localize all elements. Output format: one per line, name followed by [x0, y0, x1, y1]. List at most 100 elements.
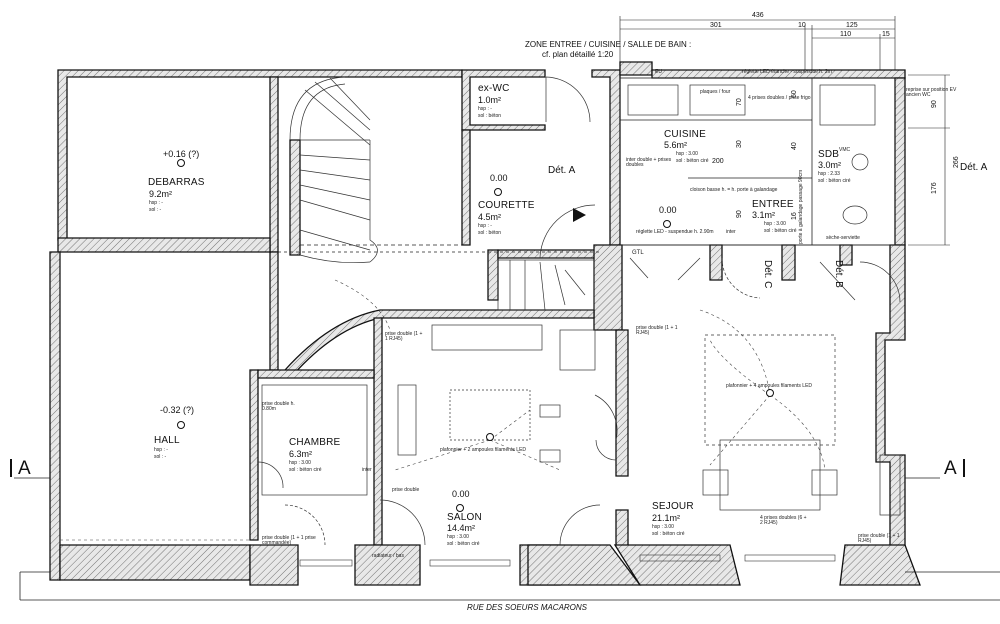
eu-label: EU [655, 69, 662, 75]
street-name: RUE DES SOEURS MACARONS [467, 603, 588, 612]
salon-level: 0.00 [452, 489, 470, 499]
chambre-area: 6.3m² [289, 449, 313, 459]
walls [49, 61, 921, 586]
prise-salon-label: prise double (1 + 1 RJ45) [385, 331, 423, 342]
salon-sol: sol : béton ciré [447, 541, 480, 547]
plaques-label: plaques / four [700, 89, 731, 95]
cuisine-area: 5.6m² [664, 140, 688, 150]
entree-name: ENTREE [752, 199, 794, 210]
debarras-hsp: hsp : - [149, 200, 163, 206]
salon-name: SALON [447, 512, 482, 523]
hall-sol: sol : - [154, 454, 167, 460]
plafonnier-sejour-label: plafonnier + 4 ampoules filaments LED [726, 383, 813, 389]
courette-area: 4.5m² [478, 212, 502, 222]
dim-90: 90 [931, 100, 938, 108]
inter-chambre: inter [362, 467, 372, 473]
debarras-level: +0.16 (?) [163, 149, 200, 159]
det-a-right-label: Dét. A [960, 162, 988, 173]
det-c-label: Dét. C [762, 260, 773, 289]
debarras-sol: sol : - [149, 207, 162, 213]
zone-title: ZONE ENTREE / CUISINE / SALLE DE BAIN : [525, 40, 692, 49]
dim-301: 301 [710, 22, 722, 29]
chambre-sol: sol : béton ciré [289, 467, 322, 473]
reglette-led-label: réglette LED - suspendue h. 2.90m [636, 229, 714, 235]
dim-30: 30 [736, 140, 743, 148]
dim-15: 15 [882, 31, 890, 38]
hall-level: -0.32 (?) [160, 405, 195, 415]
exwc-area: 1.0m² [478, 95, 502, 105]
electrical-lines [60, 279, 826, 541]
sejour-area: 21.1m² [652, 513, 681, 523]
prise-chambre-label: prise double h. 0.80m [262, 401, 295, 412]
gtl-label: GTL [632, 250, 644, 256]
exwc-hsp: hsp : - [478, 106, 492, 112]
porte-galandage: porte à galandage passage 90cm [798, 169, 804, 244]
salon-hsp: hsp : 3.00 [447, 534, 469, 540]
det-a-label: Dét. A [548, 165, 576, 176]
section-a-right: A [944, 459, 965, 478]
radiateur-label: radiateur / bas [372, 553, 404, 559]
courette-hsp: hsp : - [478, 223, 492, 229]
dim-70: 70 [736, 98, 743, 106]
cuisine-hsp: hsp : 3.00 [676, 151, 698, 157]
courette-level: 0.00 [490, 173, 508, 183]
dim-110: 110 [840, 31, 852, 38]
dim-16: 16 [791, 212, 798, 220]
prise-double-a: prise double [392, 487, 420, 493]
sejour-hsp: hsp : 3.00 [652, 524, 674, 530]
courette-sol: sol : béton [478, 230, 502, 236]
exwc-sol: sol : béton [478, 113, 502, 119]
sdb-name: SDB [818, 149, 840, 160]
entree-sol: sol : béton ciré [764, 228, 797, 234]
prises-frigo-label: 4 prises doubles / prise frigo [748, 95, 811, 101]
plafonnier-salon-label: plafonnier + 2 ampoules filaments LED [440, 447, 527, 453]
exwc-name: ex-WC [478, 83, 510, 94]
section-a-left: A [10, 459, 31, 478]
inter-entree: inter [726, 229, 736, 235]
entree-area: 3.1m² [752, 210, 776, 220]
dim-40: 40 [791, 142, 798, 150]
level-markers [177, 159, 774, 512]
entree-level: 0.00 [659, 205, 677, 215]
zone-subtitle: cf. plan détaillé 1:20 [542, 50, 614, 59]
reprise-label: reprise sur position EV ancien WC [906, 87, 957, 98]
sdb-area: 3.0m² [818, 160, 842, 170]
cloison-label: cloison basse h. = h. porte à galandage [690, 187, 778, 193]
sdb-sol: sol : béton ciré [818, 178, 851, 184]
dim-200: 200 [712, 158, 724, 165]
furniture [261, 84, 901, 516]
debarras-area: 9.2m² [149, 189, 173, 199]
vmc-label: VMC [839, 147, 851, 153]
prise-sejour-label: prise double (1 + 1 RJ45) [636, 325, 678, 336]
prise-double-c: prise double (1 + 1 RJ45) [858, 533, 900, 544]
entry-arrow [573, 208, 586, 222]
partitions [14, 77, 1000, 601]
top-dimensions [619, 16, 950, 246]
hall-hsp: hsp : - [154, 447, 168, 453]
dim-10: 10 [798, 22, 806, 29]
radiators [299, 554, 836, 567]
chambre-hsp: hsp : 3.00 [289, 460, 311, 466]
reglette-top: réglette LED étanche - suspendue h. 2m [742, 69, 832, 75]
det-b-label: Dét. B [833, 260, 844, 288]
debarras-name: DEBARRAS [148, 177, 205, 188]
entree-hsp: hsp : 3.00 [764, 221, 786, 227]
cuisine-sol: sol : béton ciré [676, 158, 709, 164]
dim-total: 436 [752, 12, 764, 19]
sejour-name: SEJOUR [652, 501, 694, 512]
dim-176: 176 [931, 182, 938, 194]
hall-name: HALL [154, 435, 180, 446]
sdb-hsp: hsp : 2.33 [818, 171, 840, 177]
quatre-prises-label: 4 prises doubles (6 + 2 RJ45) [760, 515, 807, 526]
cuisine-name: CUISINE [664, 129, 706, 140]
salon-area: 14.4m² [447, 523, 476, 533]
staircase [289, 76, 595, 311]
inter-double-label: inter double + prises doubles [626, 157, 672, 168]
seche-label: sèche-serviette [826, 235, 860, 241]
prise-double-b: prise double (1 + 1 prise commandée) [262, 535, 316, 546]
chambre-name: CHAMBRE [289, 437, 341, 448]
dim-90b: 90 [736, 210, 743, 218]
sejour-sol: sol : béton ciré [652, 531, 685, 537]
dim-125: 125 [846, 22, 858, 29]
